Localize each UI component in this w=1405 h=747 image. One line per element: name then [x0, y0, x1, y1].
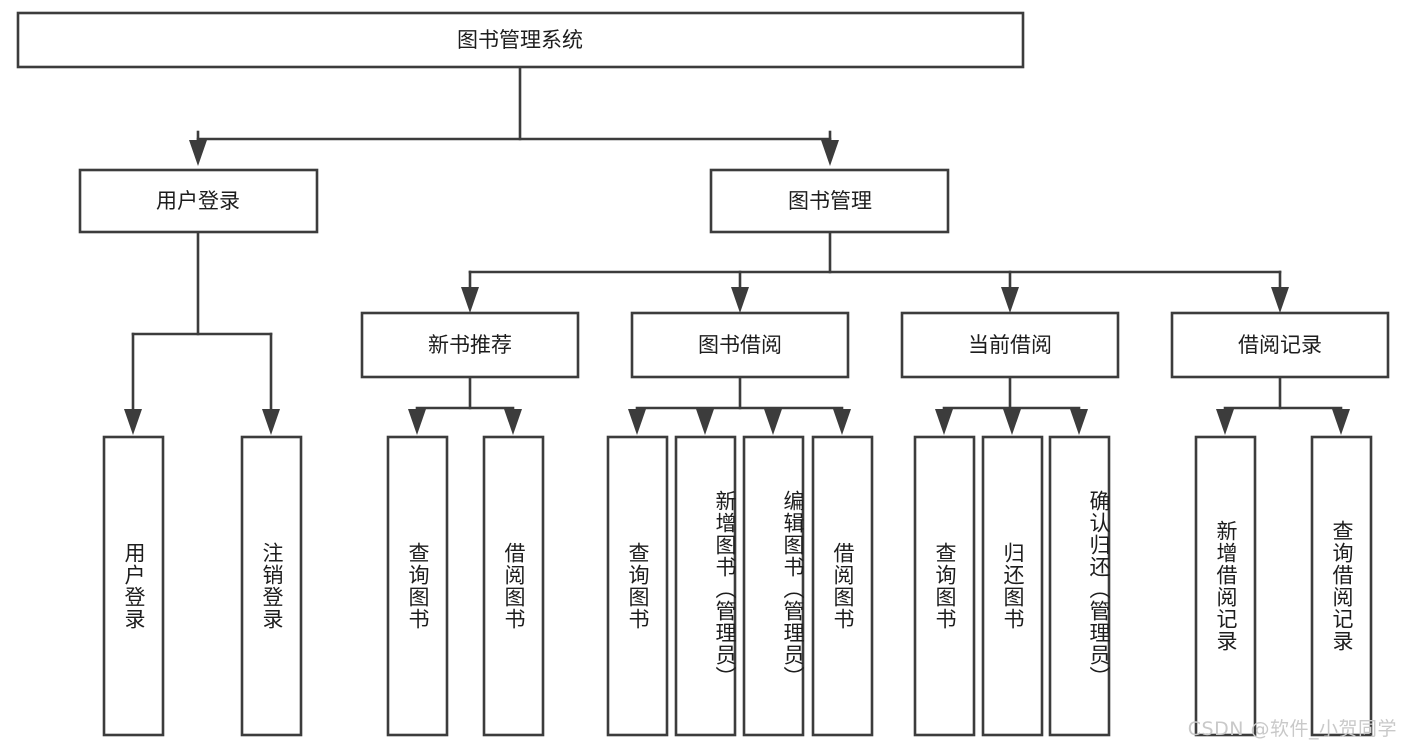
leaf-box-logout[interactable] — [240, 435, 303, 737]
arrow-icon-leaf-return-book — [1003, 409, 1021, 435]
arrow-icon-leaf-query-borrow-record — [1332, 409, 1350, 435]
leaf-box-edit-book-admin[interactable] — [742, 435, 805, 737]
leaf-box-query-book-borrow[interactable] — [606, 435, 669, 737]
node-borrow-record-box[interactable] — [1170, 311, 1390, 379]
arrow-icon-leaf-query-book-borrow — [628, 409, 646, 435]
arrow-icon-leaf-confirm-return-admin — [1070, 409, 1088, 435]
node-current-borrow-label: 当前借阅 — [968, 333, 1052, 357]
leaf-box-borrow-book-recommend[interactable] — [482, 435, 545, 737]
arrow-icon-book-manage — [821, 140, 839, 166]
node-user-login-label: 用户登录 — [156, 189, 240, 213]
node-borrow-record[interactable]: 借阅记录 — [1170, 311, 1390, 379]
arrow-icon-leaf-logout — [262, 409, 280, 435]
leaf-box-user-login[interactable] — [102, 435, 165, 737]
node-current-borrow[interactable]: 当前借阅 — [900, 311, 1120, 379]
leaf-box-query-borrow-record[interactable] — [1310, 435, 1373, 737]
node-user-login-box[interactable] — [78, 168, 319, 234]
leaf-box-query-book-current[interactable] — [913, 435, 976, 737]
node-new-book-recommend[interactable]: 新书推荐 — [360, 311, 580, 379]
arrow-icon-leaf-add-book-admin — [696, 409, 714, 435]
arrow-icon-leaf-add-borrow-record — [1216, 409, 1234, 435]
arrow-icon-leaf-borrow-book-recommend — [504, 409, 522, 435]
arrow-icon-new-book-recommend — [461, 287, 479, 313]
node-user-login[interactable]: 用户登录 — [78, 168, 319, 234]
node-book-borrow[interactable]: 图书借阅 — [630, 311, 850, 379]
csdn-watermark: CSDN @软件_小贺同学 — [1187, 718, 1397, 740]
arrow-icon-book-borrow — [731, 287, 749, 313]
node-book-manage-box[interactable] — [709, 168, 950, 234]
arrow-icon-borrow-record — [1271, 287, 1289, 313]
node-current-borrow-box[interactable] — [900, 311, 1120, 379]
arrow-icon-leaf-edit-book-admin — [764, 409, 782, 435]
arrow-icon-leaf-query-book-recommend — [408, 409, 426, 435]
node-new-book-recommend-label: 新书推荐 — [428, 333, 512, 357]
node-root-box[interactable] — [16, 11, 1025, 69]
node-new-book-recommend-box[interactable] — [360, 311, 580, 379]
node-book-manage-label: 图书管理 — [788, 189, 872, 213]
leaf-box-add-borrow-record[interactable] — [1194, 435, 1257, 737]
connector-layer — [124, 65, 1350, 435]
leaf-box-query-book-recommend[interactable] — [386, 435, 449, 737]
leaf-box-borrow-book[interactable] — [811, 435, 874, 737]
arrow-icon-leaf-query-book-current — [935, 409, 953, 435]
arrow-icon-user-login — [189, 140, 207, 166]
leaf-box-confirm-return-admin[interactable] — [1048, 435, 1111, 737]
arrow-icon-current-borrow — [1001, 287, 1019, 313]
leaf-box-return-book[interactable] — [981, 435, 1044, 737]
node-borrow-record-label: 借阅记录 — [1238, 333, 1322, 357]
leaf-box-add-book-admin[interactable] — [674, 435, 737, 737]
arrow-icon-leaf-user-login — [124, 409, 142, 435]
node-root-label: 图书管理系统 — [457, 28, 583, 52]
arrow-icon-leaf-borrow-book — [833, 409, 851, 435]
node-layer: 图书管理系统 用户登录 图书管理 新书推荐 图书借阅 当前借阅 — [16, 11, 1390, 737]
node-book-manage[interactable]: 图书管理 — [709, 168, 950, 234]
node-book-borrow-box[interactable] — [630, 311, 850, 379]
node-book-borrow-label: 图书借阅 — [698, 333, 782, 357]
node-root[interactable]: 图书管理系统 — [16, 11, 1025, 69]
